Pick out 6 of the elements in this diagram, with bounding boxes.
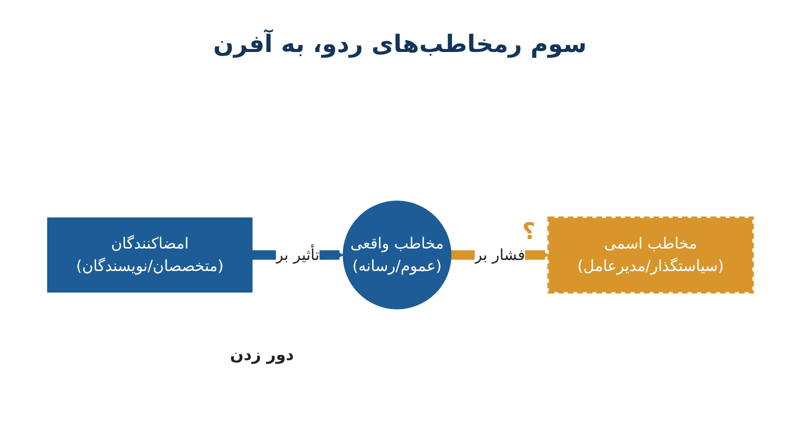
node-box: مخاطب اسمی (سیاستگذار/مدیرعامل) [547,216,754,294]
question-mark: ؟ [522,218,536,245]
node-circle: مخاطب واقعی (عموم/رسانه) [342,200,452,310]
note-text: دور زدن [230,345,294,364]
node-box: امضاکنندگان (متخصصان/نویسندگان) [47,217,253,293]
diagram-title: سوم رمخاطب‌های ردو، به آفرن [212,30,588,58]
